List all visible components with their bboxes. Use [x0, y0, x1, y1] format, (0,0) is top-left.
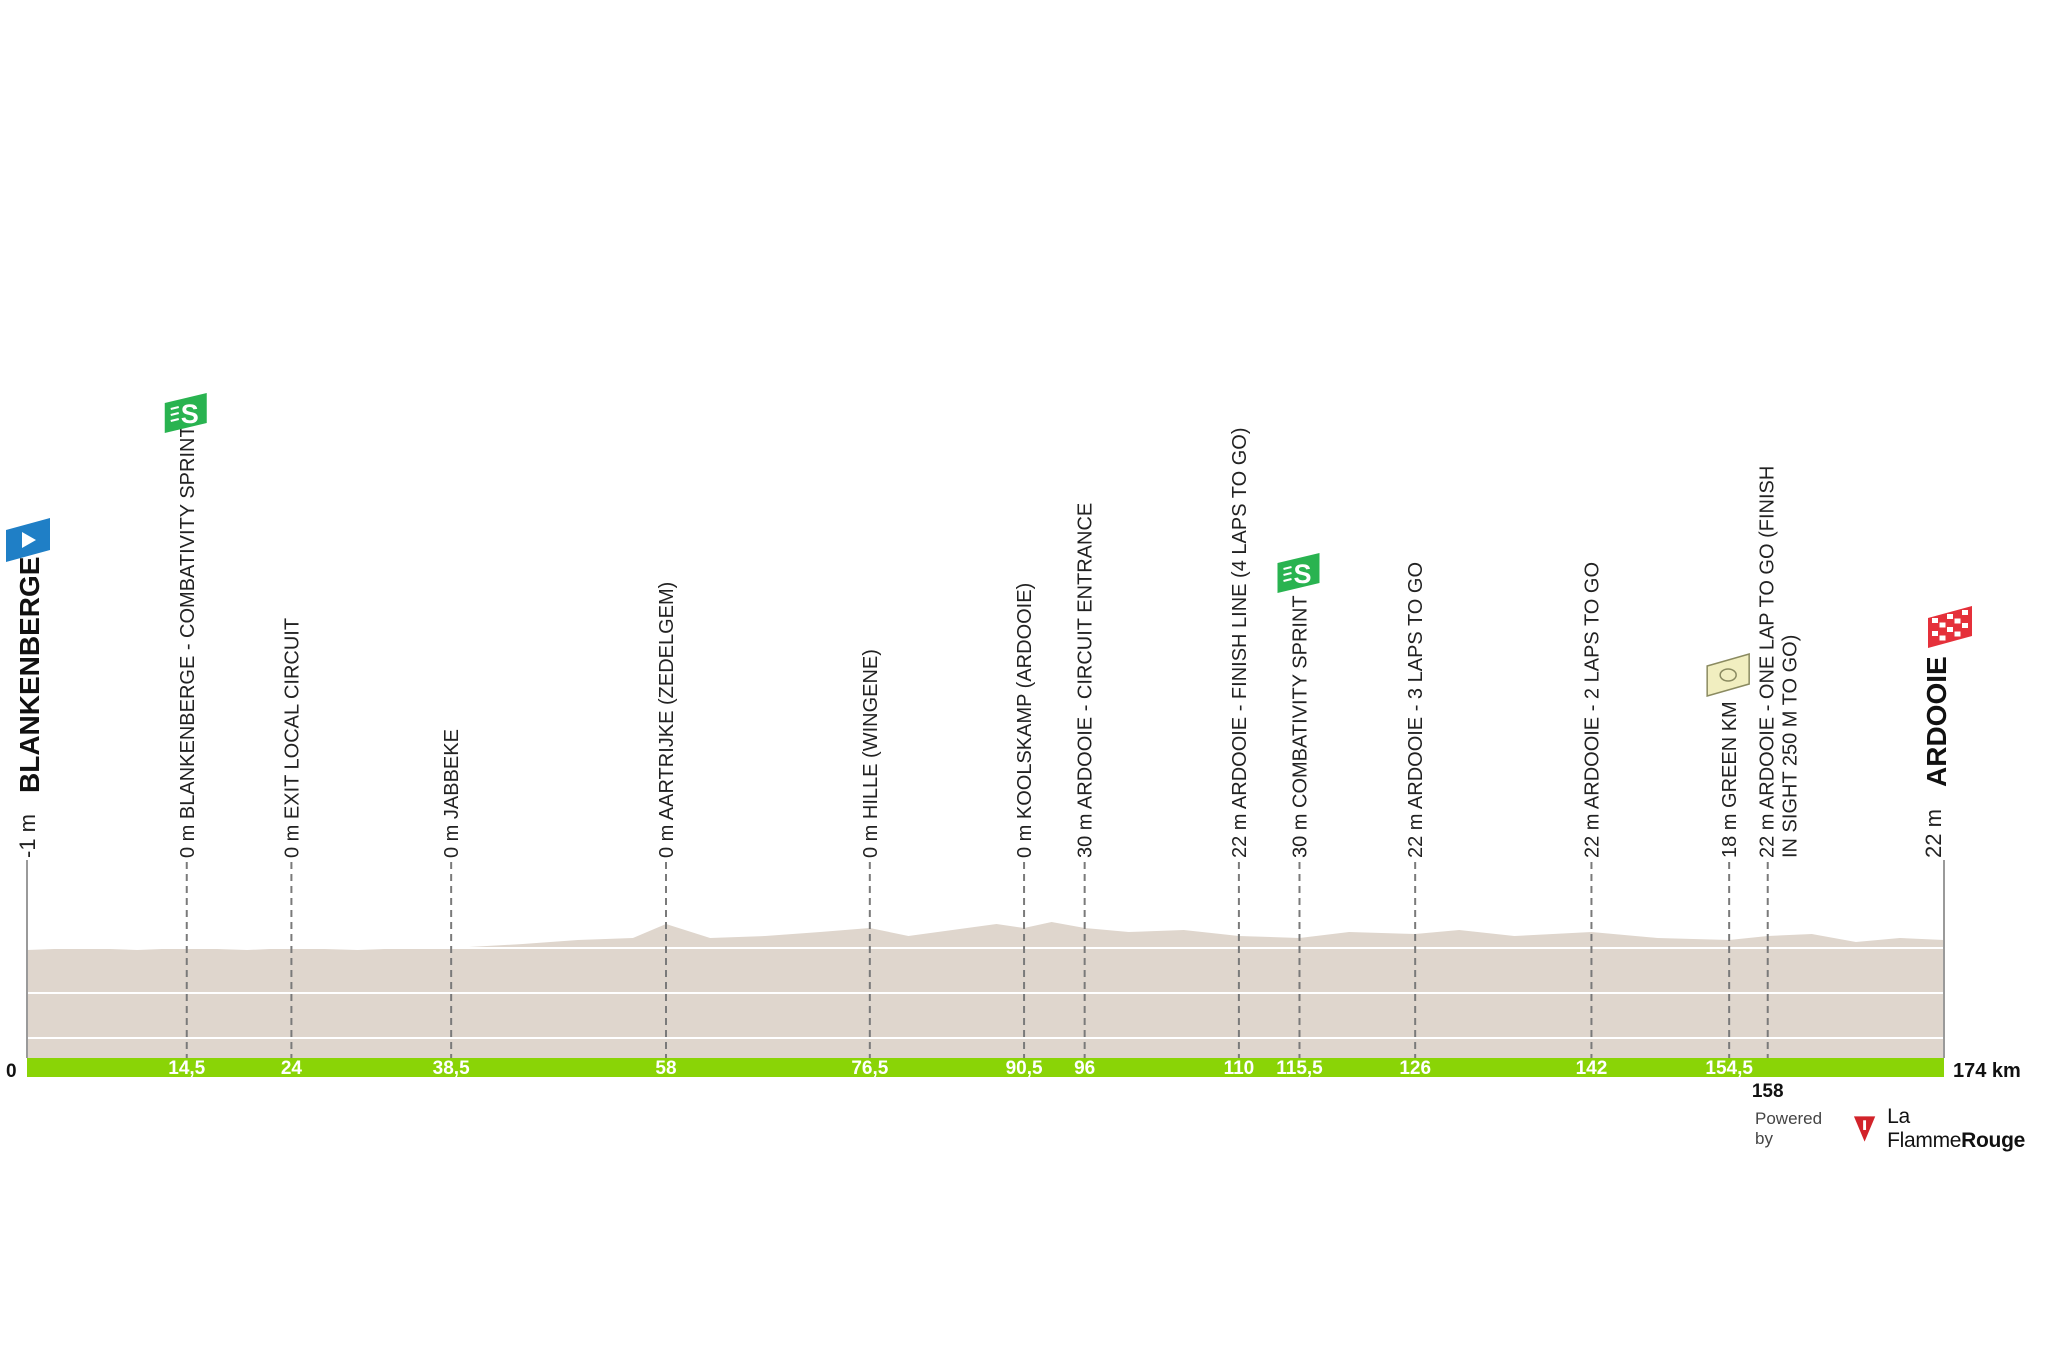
- waypoint-label-10: 22 m ARDOOIE - 3 LAPS TO GO: [1405, 562, 1427, 858]
- flamme-rouge-logo: [1853, 1116, 1876, 1142]
- km-label-total: 174 km: [1953, 1060, 2021, 1082]
- distance-bar: [27, 1058, 1944, 1077]
- km-label-9: 115,5: [1276, 1058, 1323, 1079]
- km-label-10: 126: [1399, 1058, 1431, 1079]
- waypoint-lines-group: [26, 860, 1945, 1058]
- km-label-1: 14,5: [168, 1058, 205, 1079]
- icons-group: SS: [6, 393, 1972, 697]
- waypoint-label-3: 0 m JABBEKE: [441, 729, 463, 858]
- waypoint-label-6: 0 m KOOLSKAMP (ARDOOIE): [1014, 583, 1036, 858]
- waypoint-label-13-line-1: 22 m ARDOOIE - ONE LAP TO GO (FINISH: [1757, 466, 1779, 858]
- start-name-label: BLANKENBERGE: [14, 557, 45, 793]
- km-label-12: 154,5: [1705, 1058, 1753, 1079]
- powered-by-branding: Powered by La FlammeRouge: [1755, 1105, 2048, 1152]
- svg-text:S: S: [181, 399, 199, 429]
- km-label-5: 76,5: [851, 1058, 888, 1079]
- elevation-area: [27, 922, 1944, 1058]
- waypoint-labels-group: 0 174 km 14,5 0 m BLANKENBERGE - COMBATIVIT…: [6, 425, 2021, 1102]
- finish-flag-icon: [1928, 606, 1972, 648]
- waypoint-label-9: 30 m COMBATIVITY SPRINT: [1289, 595, 1311, 858]
- waypoint-label-7: 30 m ARDOOIE - CIRCUIT ENTRANCE: [1075, 503, 1097, 858]
- km-label-3: 38,5: [433, 1058, 470, 1079]
- km-label-7: 96: [1074, 1058, 1095, 1079]
- start-altitude-label: -1 m: [15, 814, 40, 858]
- waypoint-label-1: 0 m BLANKENBERGE - COMBATIVITY SPRINT: [177, 425, 199, 858]
- waypoint-label-5: 0 m HILLE (WINGENE): [860, 649, 882, 858]
- waypoint-label-12: 18 m GREEN KM: [1719, 701, 1741, 858]
- sprint-icon-9: S: [1277, 553, 1320, 593]
- waypoint-label-4: 0 m AARTRIJKE (ZEDELGEM): [656, 582, 678, 858]
- km-label-4: 58: [655, 1058, 676, 1079]
- finish-altitude-label: 22 m: [1921, 809, 1946, 858]
- waypoint-label-8: 22 m ARDOOIE - FINISH LINE (4 LAPS TO GO…: [1229, 428, 1251, 858]
- waypoint-label-13-line-2: IN SIGHT 250 M TO GO): [1780, 635, 1802, 858]
- distance-bar-group: [27, 1058, 1944, 1077]
- km-label-start: 0: [6, 1061, 17, 1082]
- flamme-rouge-name: La FlammeRouge: [1887, 1105, 2025, 1152]
- waypoint-label-11: 22 m ARDOOIE - 2 LAPS TO GO: [1581, 562, 1603, 858]
- km-label-11: 142: [1576, 1058, 1608, 1079]
- km-label-6: 90,5: [1006, 1058, 1043, 1079]
- powered-by-text: Powered by: [1755, 1109, 1823, 1148]
- km-label-2: 24: [281, 1058, 303, 1079]
- green-km-icon: [1706, 653, 1750, 697]
- sprint-icon-1: S: [164, 393, 207, 433]
- svg-text:S: S: [1293, 559, 1311, 589]
- waypoint-label-2: 0 m EXIT LOCAL CIRCUIT: [281, 618, 303, 858]
- start-flag-icon: [6, 518, 50, 562]
- finish-name-label: ARDOOIE: [1921, 656, 1952, 787]
- km-label-13: 158: [1752, 1081, 1784, 1102]
- km-label-8: 110: [1224, 1058, 1255, 1079]
- profile-area-group: [27, 922, 1944, 1058]
